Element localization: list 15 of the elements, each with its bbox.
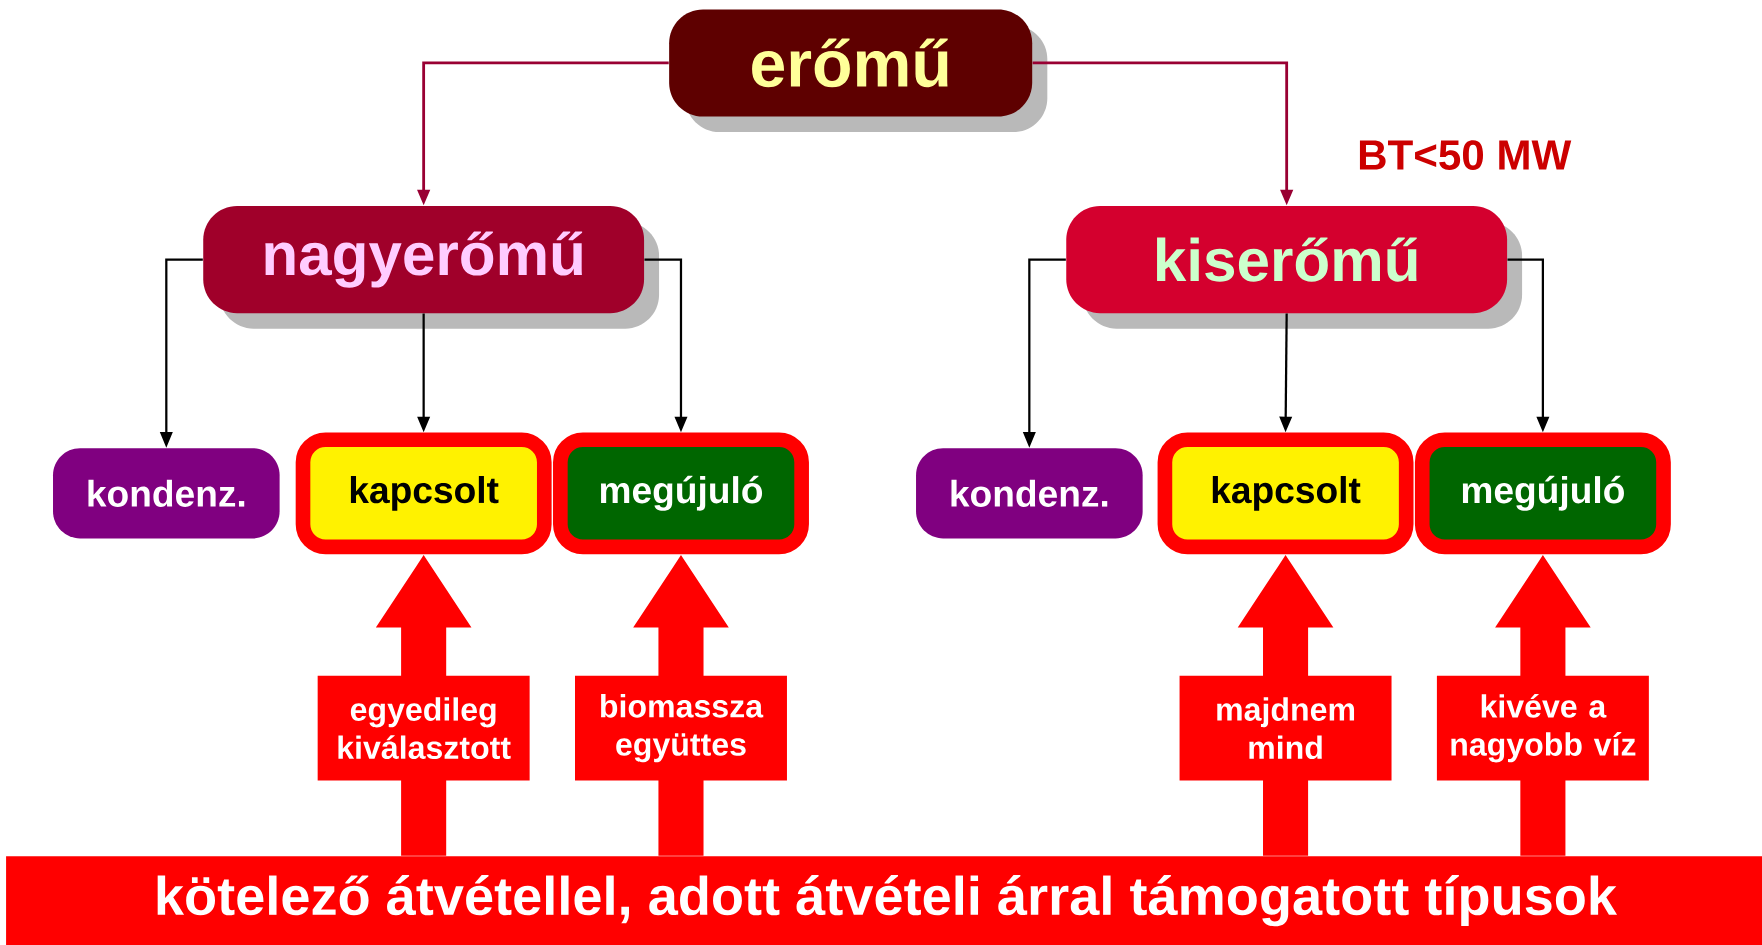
title-box: erőmű	[669, 9, 1048, 133]
category-box: kiserőmű	[1066, 206, 1523, 329]
capacity-note: BT<50 MW	[1359, 140, 1572, 170]
type-box: megújuló	[553, 432, 809, 555]
type-box: megújuló	[1414, 432, 1671, 555]
edge-label: egyedileg kiválasztott	[317, 675, 530, 781]
banner: kötelező átvétellel, adott átvételi árral támogatott típusok	[6, 856, 1762, 945]
edge-label: biomassza együttes	[575, 675, 787, 781]
category-box: nagyerőmű	[203, 206, 660, 329]
type-box: kapcsolt	[295, 432, 552, 555]
type-box: kapcsolt	[1157, 432, 1414, 555]
edge-label: majdnem mind	[1179, 675, 1392, 781]
type-box: kondenz.	[916, 448, 1143, 539]
edge-label: kivéve a nagyobb víz	[1436, 675, 1649, 781]
type-box: kondenz.	[53, 448, 280, 539]
